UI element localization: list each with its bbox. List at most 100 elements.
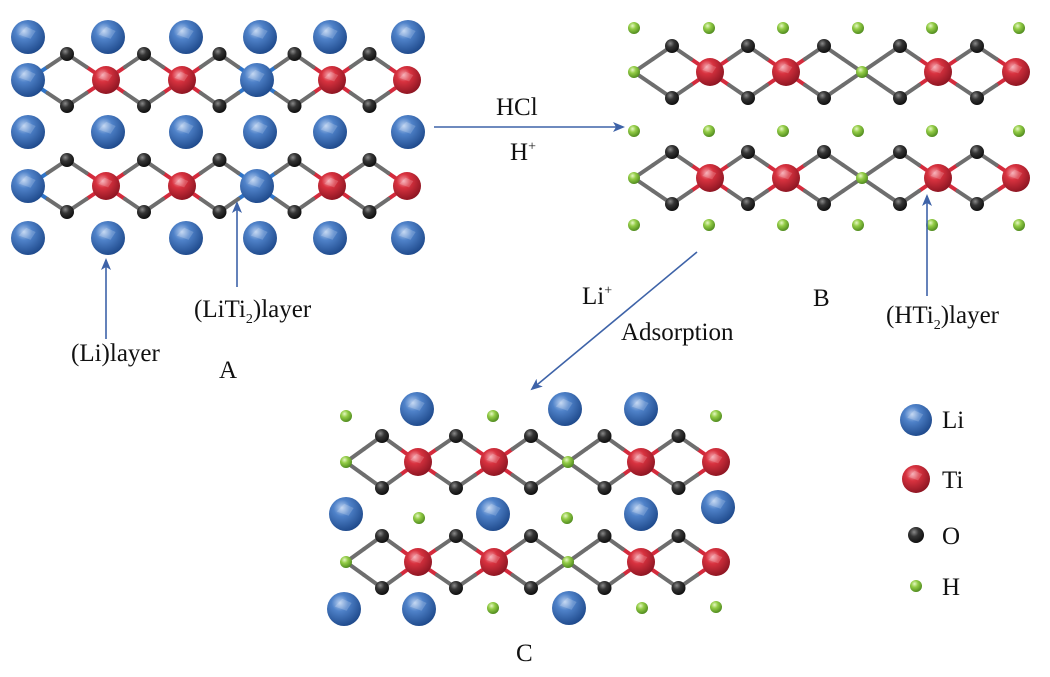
li-atom-facet	[98, 121, 116, 134]
o-atom	[524, 429, 538, 443]
o-atom	[362, 153, 377, 167]
panel-a-label: A	[219, 357, 238, 384]
ti-atom	[1002, 164, 1030, 192]
o-atom	[60, 153, 74, 167]
ti-atom-facet	[908, 470, 923, 481]
h-atom	[340, 410, 352, 422]
o-atom	[449, 581, 463, 595]
o-atom	[741, 39, 755, 53]
o-atom	[741, 197, 755, 211]
panel-b-label: B	[813, 285, 830, 312]
ti-atom	[393, 172, 421, 200]
legend-label-o: O	[942, 523, 961, 550]
ti-atom	[318, 66, 346, 94]
h-atom	[910, 580, 922, 592]
o-atom	[212, 153, 227, 167]
liti2-pre: (LiTi	[194, 296, 246, 323]
ti-atom-facet	[778, 169, 793, 180]
li-atom-facet	[176, 227, 194, 240]
ti-atom-facet	[399, 177, 414, 188]
legend-item-li	[900, 404, 932, 436]
li-atom-facet	[250, 227, 268, 240]
ti-atom-facet	[633, 453, 648, 464]
ti-atom	[627, 448, 655, 476]
li-atom-facet	[250, 121, 268, 134]
ti-atom-facet	[778, 63, 793, 74]
li-atom-facet	[409, 598, 427, 611]
li-plus-base: Li	[582, 283, 605, 310]
ti-atom-facet	[324, 177, 339, 188]
h-atom	[703, 22, 715, 34]
hti2-post: )layer	[940, 302, 1000, 329]
h-atom	[856, 66, 868, 78]
o-atom	[817, 91, 831, 105]
li-plus-charge: +	[604, 283, 613, 299]
h-plus-label: H+	[510, 140, 536, 165]
h-atom	[926, 219, 938, 231]
ti-atom	[318, 172, 346, 200]
o-atom	[449, 529, 463, 543]
li-atom	[400, 392, 434, 426]
li-atom-facet	[559, 597, 577, 610]
o-atom	[212, 47, 227, 61]
h-atom	[628, 66, 640, 78]
h-atom	[487, 410, 499, 422]
o-atom	[287, 99, 302, 113]
o-atom	[449, 481, 463, 495]
li-atom-facet	[247, 69, 265, 82]
o-atom	[817, 145, 831, 159]
o-atom	[893, 39, 907, 53]
li-atom	[243, 221, 277, 255]
li-atom-facet	[407, 398, 425, 411]
h-plus-base: H	[510, 139, 529, 166]
o-atom	[449, 429, 463, 443]
ti-atom	[480, 448, 508, 476]
li-atom	[402, 592, 436, 626]
li-atom	[391, 115, 425, 149]
ti-atom	[772, 164, 800, 192]
li-plus-label: Li+	[582, 284, 612, 309]
ti-atom-facet	[98, 177, 113, 188]
o-atom	[137, 153, 151, 167]
o-atom	[665, 197, 679, 211]
legend-item-ti	[902, 465, 930, 493]
li-atom-facet	[18, 175, 36, 188]
h-atom	[1013, 22, 1025, 34]
o-atom	[524, 529, 538, 543]
li-atom-facet	[247, 175, 265, 188]
li-atom	[552, 591, 586, 625]
panel-c-label: C	[516, 640, 533, 667]
li-atom	[243, 115, 277, 149]
li-atom-facet	[631, 503, 649, 516]
li-atom	[91, 221, 125, 255]
legend-item-o	[908, 527, 924, 543]
h-atom	[487, 602, 499, 614]
h-atom	[777, 219, 789, 231]
o-atom	[137, 99, 151, 113]
ti-atom-facet	[633, 553, 648, 564]
li-atom	[11, 20, 45, 54]
ti-atom-facet	[98, 71, 113, 82]
legend-label-li: Li	[942, 407, 965, 434]
o-atom	[671, 429, 686, 443]
li-atom	[329, 497, 363, 531]
li-atom-facet	[398, 227, 416, 240]
h-atom	[926, 125, 938, 137]
li-atom	[11, 221, 45, 255]
h-atom	[636, 602, 648, 614]
h-atom	[340, 556, 352, 568]
o-atom	[970, 91, 984, 105]
li-atom-facet	[555, 398, 573, 411]
ti-atom	[696, 58, 724, 86]
o-atom	[893, 145, 907, 159]
o-atom	[817, 197, 831, 211]
li-atom	[900, 404, 932, 436]
ti-atom	[924, 164, 952, 192]
o-atom	[665, 91, 679, 105]
li-atom	[313, 115, 347, 149]
li-atom-facet	[320, 227, 338, 240]
h-atom	[856, 172, 868, 184]
o-atom	[362, 99, 377, 113]
ti-atom-facet	[930, 169, 945, 180]
panel-b-structure	[628, 22, 1030, 231]
